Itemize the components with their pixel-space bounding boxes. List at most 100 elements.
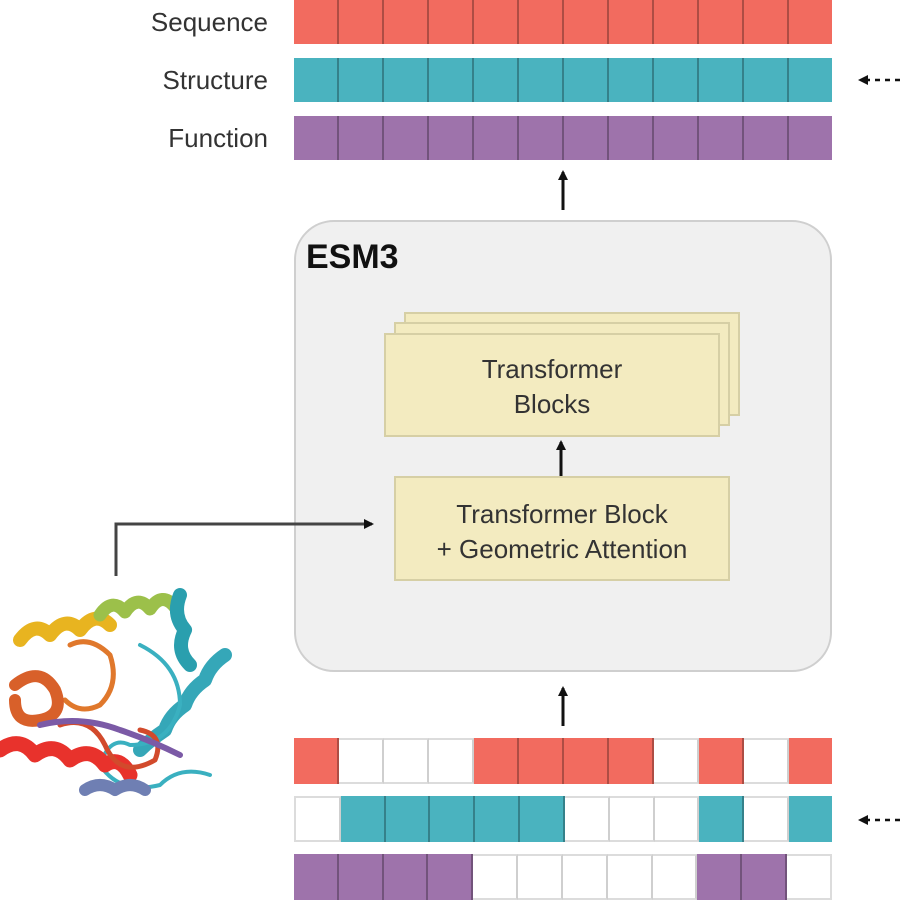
sequence-token-filled [789,0,832,44]
structure-token-filled [564,58,609,102]
function-token-filled [609,116,654,160]
input-function-track [294,854,832,900]
function-token-filled [428,854,474,900]
function-token-masked [473,854,519,900]
track-label-sequence: Sequence [150,7,268,37]
geometric-attention-label-line2: + Geometric Attention [436,534,688,564]
sequence-token-filled [429,0,474,44]
structure-token-filled [429,58,474,102]
sequence-token-filled [384,0,429,44]
output-sequence-track [294,0,832,44]
function-token-masked [652,854,698,900]
sequence-token-filled [564,0,609,44]
sequence-token-filled [474,0,519,44]
structure-token-filled [340,796,386,842]
sequence-token-masked [384,738,429,784]
sequence-token-filled [474,738,519,784]
sequence-token-filled [519,0,564,44]
structure-token-filled [519,58,564,102]
sequence-token-filled [699,738,744,784]
protein-helix-cyan [133,648,232,757]
function-token-filled [294,854,339,900]
protein-structure-icon [0,588,232,796]
sequence-token-filled [609,738,654,784]
structure-token-filled [699,796,745,842]
sequence-token-filled [654,0,699,44]
sequence-token-filled [519,738,564,784]
structure-token-filled [385,796,431,842]
function-token-filled [697,854,743,900]
transformer-blocks [384,333,720,437]
protein-loop-orange [62,639,116,712]
function-token-filled [519,116,564,160]
structure-token-filled [789,58,832,102]
protein-helix-slate [79,779,151,796]
sequence-token-filled [789,738,832,784]
function-token-masked [607,854,653,900]
sequence-token-filled [564,738,609,784]
transformer-blocks-label: Transformer Blocks [384,352,720,422]
structure-token-filled [699,58,744,102]
sequence-token-filled [339,0,384,44]
function-token-filled [474,116,519,160]
function-token-filled [699,116,744,160]
function-token-filled [564,116,609,160]
esm3-model-box [294,220,832,672]
protein-helix-yellow [13,611,117,647]
track-label-function: Function [168,123,268,153]
structure-token-filled [789,796,832,842]
structure-token-filled [339,58,384,102]
protein-coil-orange [9,670,64,727]
function-token-masked [562,854,608,900]
sequence-token-masked [654,738,699,784]
function-token-filled [429,116,474,160]
protein-helix-teal [169,588,197,672]
sequence-token-masked [744,738,789,784]
function-token-filled [294,116,339,160]
transformer-blocks-label-line2: Blocks [513,389,591,419]
function-token-filled [338,854,384,900]
geometric-attention-label-line1: Transformer Block [456,499,668,529]
protein-loop-red [57,720,161,770]
model-title: ESM3 [306,238,399,276]
transformer-blocks-label-line1: Transformer [481,354,623,384]
structure-token-filled [609,58,654,102]
structure-token-masked [564,796,610,842]
function-token-filled [339,116,384,160]
function-token-filled [384,116,429,160]
function-token-filled [654,116,699,160]
structure-token-filled [384,58,429,102]
structure-token-filled [430,796,476,842]
structure-token-masked [609,796,655,842]
structure-token-filled [654,58,699,102]
function-token-masked [787,854,832,900]
structure-token-filled [474,58,519,102]
structure-token-masked [744,796,790,842]
structure-token-filled [294,58,339,102]
output-function-track [294,116,832,160]
sequence-token-filled [609,0,654,44]
protein-loop-cyan [98,643,212,790]
structure-token-filled [475,796,521,842]
sequence-token-filled [294,0,339,44]
protein-strand-purple [37,718,183,758]
track-label-structure: Structure [162,65,269,95]
structure-token-masked [294,796,341,842]
function-token-masked [518,854,563,900]
output-structure-track [294,58,832,102]
structure-token-filled [744,58,789,102]
sequence-token-filled [744,0,789,44]
sequence-token-filled [294,738,339,784]
sequence-token-masked [339,738,384,784]
function-token-filled [744,116,789,160]
structure-token-filled [520,796,565,842]
structure-token-masked [654,796,700,842]
sequence-token-filled [699,0,744,44]
function-token-filled [742,854,788,900]
sequence-token-masked [429,738,474,784]
function-token-filled [383,854,429,900]
input-sequence-track [294,738,832,784]
protein-helix-green [93,593,182,622]
geometric-attention-label: Transformer Block + Geometric Attention [394,497,730,567]
input-structure-track [294,796,832,842]
